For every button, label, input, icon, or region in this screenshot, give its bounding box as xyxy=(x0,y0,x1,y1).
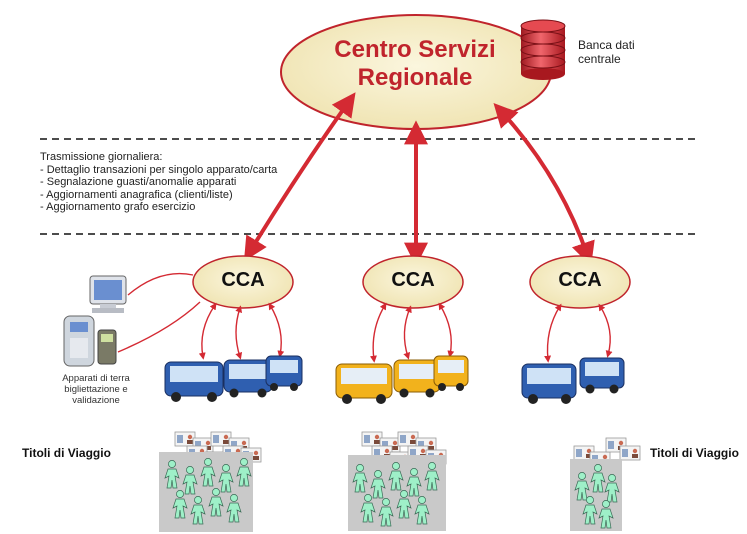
ticket-machine-icon xyxy=(63,315,95,367)
transmission-item: Segnalazione guasti/anomalie apparati xyxy=(40,176,277,189)
person-icon xyxy=(164,460,180,489)
person-icon xyxy=(414,496,430,525)
people-icons-1 xyxy=(164,458,252,525)
person-icon xyxy=(424,462,440,491)
person-icon xyxy=(200,458,216,487)
terminal-link-2 xyxy=(117,301,201,353)
bus-icon xyxy=(164,361,224,402)
bus-group-1 xyxy=(164,355,303,402)
central-services-title: Centro Servizi Regionale xyxy=(300,36,530,92)
bus-icon xyxy=(265,355,303,391)
tickets-label-right: Titoli di Viaggio xyxy=(650,446,739,460)
person-icon xyxy=(218,464,234,493)
ticket-card-icon xyxy=(174,431,196,447)
person-icon xyxy=(396,490,412,519)
cca1-bus-links xyxy=(198,302,285,360)
person-icon xyxy=(352,464,368,493)
arrow-center-cca-3 xyxy=(493,102,595,267)
people-icons-3 xyxy=(574,464,620,529)
tickets-label-left: Titoli di Viaggio xyxy=(22,446,111,460)
cca2-bus-links xyxy=(369,302,455,363)
arrow-center-cca-1 xyxy=(243,92,356,262)
people-icons-2 xyxy=(352,462,440,527)
person-icon xyxy=(378,498,394,527)
validator-icon xyxy=(97,329,117,365)
transmission-item: Aggiornamento grafo esercizio xyxy=(40,201,277,214)
person-icon xyxy=(598,500,614,529)
person-icon xyxy=(370,470,386,499)
bus-icon xyxy=(223,359,273,398)
transmission-item: Aggiornamenti anagrafica (clienti/liste) xyxy=(40,189,277,202)
ticket-card-icon xyxy=(361,431,383,447)
ticket-card-icon xyxy=(573,445,595,461)
bus-icon xyxy=(393,359,441,398)
ticket-card-icon xyxy=(619,445,641,461)
person-icon xyxy=(208,488,224,517)
transmission-notes: Trasmissione giornaliera: Dettaglio tran… xyxy=(40,151,277,214)
bus-group-3 xyxy=(521,357,625,404)
person-icon xyxy=(582,496,598,525)
database-icon xyxy=(520,19,566,80)
person-icon xyxy=(388,462,404,491)
person-icon xyxy=(590,464,606,493)
ticket-card-icon xyxy=(397,431,419,447)
person-icon xyxy=(226,494,242,523)
bus-group-2 xyxy=(335,355,469,404)
person-icon xyxy=(190,496,206,525)
cca3-bus-links xyxy=(544,303,613,363)
person-icon xyxy=(406,468,422,497)
ticket-card-icon xyxy=(210,431,232,447)
transmission-heading: Trasmissione giornaliera: xyxy=(40,151,163,163)
database-label: Banca dati centrale xyxy=(578,38,658,66)
person-icon xyxy=(574,472,590,501)
bus-icon xyxy=(335,363,393,404)
cca-label-3: CCA xyxy=(558,269,602,291)
database-label-line1: Banca dati xyxy=(578,38,635,52)
cca-ellipse-3 xyxy=(529,255,631,309)
transmission-list: Dettaglio transazioni per singolo appara… xyxy=(40,164,277,214)
bus-icon xyxy=(579,357,625,394)
central-services-title-line2: Regionale xyxy=(357,64,473,91)
person-icon xyxy=(182,466,198,495)
terminal-link-1 xyxy=(127,272,194,296)
bus-icon xyxy=(433,355,469,391)
cca-label-2: CCA xyxy=(391,269,435,291)
person-icon xyxy=(172,490,188,519)
cca-label-1: CCA xyxy=(221,269,265,291)
person-icon xyxy=(236,458,252,487)
central-services-title-line1: Centro Servizi xyxy=(334,36,496,63)
cca-ellipse-1 xyxy=(192,255,294,309)
person-icon xyxy=(360,494,376,523)
database-label-line2: centrale xyxy=(578,52,621,66)
bus-icon xyxy=(521,363,577,404)
person-icon xyxy=(604,474,620,503)
transmission-item: Dettaglio transazioni per singolo appara… xyxy=(40,164,278,177)
computer-monitor-icon xyxy=(89,275,127,313)
terminal-label: Apparati di terra bigliettazione e valid… xyxy=(62,373,130,406)
cca-ellipse-2 xyxy=(362,255,464,309)
